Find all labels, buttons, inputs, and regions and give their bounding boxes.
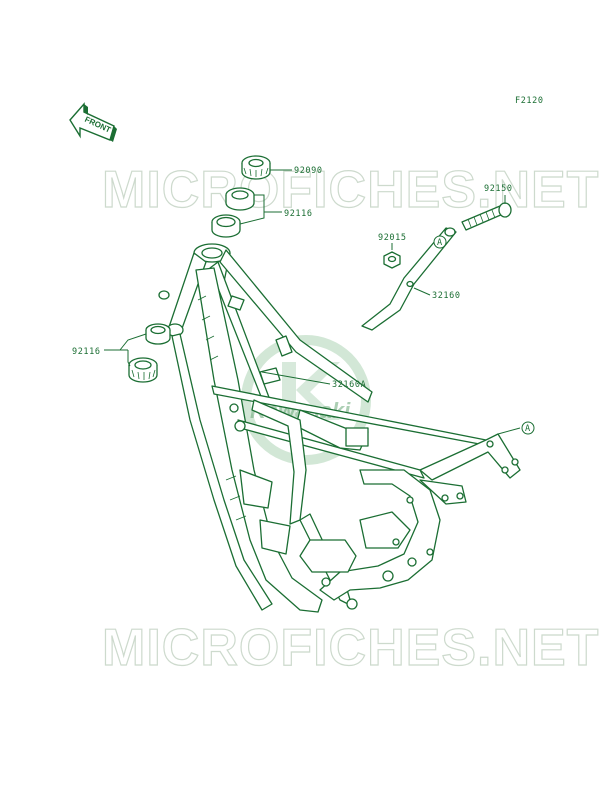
callout-92116-top: 92116 (284, 209, 313, 219)
part-92015-nut[interactable] (383, 251, 401, 269)
callout-92150: 92150 (484, 184, 513, 194)
front-arrow-icon: FRONT (69, 102, 117, 142)
watermark-bottom: MICROFICHES.NET (102, 619, 599, 677)
leader-lines (104, 169, 521, 435)
frame-assembly (158, 243, 521, 613)
callout-92090: 92090 (294, 166, 323, 176)
part-92116-bearing-upper[interactable] (225, 187, 255, 211)
callout-92116-left: 92116 (72, 347, 101, 357)
reference-marker-a-bottom: A (521, 421, 535, 435)
reference-marker-a-top: A (433, 235, 447, 249)
figure-code: F2120 (515, 96, 544, 106)
callout-32160: 32160 (432, 291, 461, 301)
svg-text:A: A (437, 238, 443, 248)
part-92116-race-lower[interactable] (145, 323, 171, 345)
callout-92015: 92015 (378, 233, 407, 243)
part-92116-bearing-lower[interactable] (128, 357, 158, 383)
watermark-top: MICROFICHES.NET (102, 161, 599, 219)
part-92116-race-upper[interactable] (211, 214, 241, 238)
svg-text:A: A (525, 424, 531, 434)
callout-32160a: 32160A (332, 380, 366, 390)
part-32160-bracket[interactable] (361, 227, 457, 331)
part-92090-nut[interactable] (241, 155, 271, 180)
